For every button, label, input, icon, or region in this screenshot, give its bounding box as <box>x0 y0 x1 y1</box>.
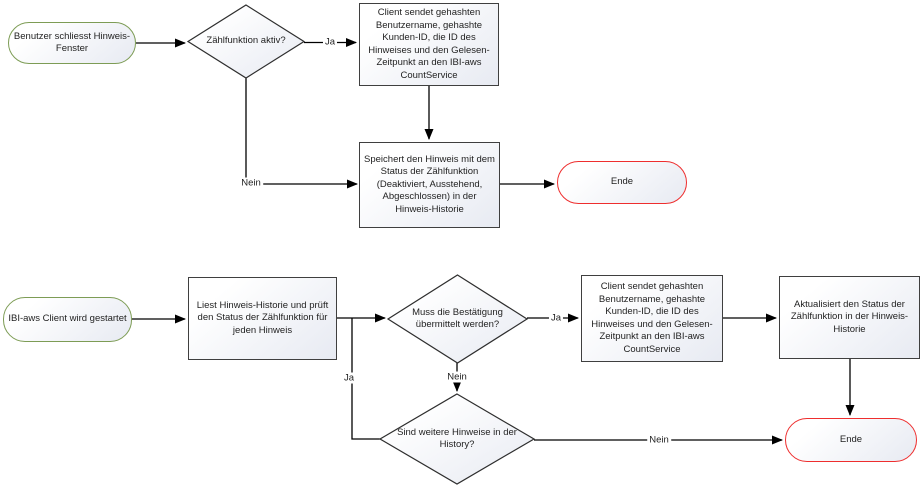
connector-decision1-nein-to-save <box>245 78 358 189</box>
process-client-sendet-countservice-2: Client sendet gehashten Benutzername, ge… <box>581 275 723 362</box>
start-node-ibi-aws-client-gestartet: IBI-aws Client wird gestartet <box>3 297 132 342</box>
decision-zaehlfunktion-aktiv-label: Zählfunktion aktiv? <box>206 35 286 47</box>
process-aktualisiert-status: Aktualisiert den Status der Zählfunktion… <box>779 276 920 359</box>
edge-label-nein-confirm: Nein <box>445 371 469 383</box>
edge-label-nein-flow1: Nein <box>239 177 263 189</box>
edge-label-ja-loop: Ja <box>341 372 357 384</box>
decision-bestaetigung-uebermittelt: Muss die Bestätigung übermittelt werden? <box>386 274 529 364</box>
decision-weitere-hinweise: Sind weitere Hinweise in der History? <box>378 393 536 485</box>
end-node-flow1: Ende <box>557 161 687 204</box>
process-liest-hinweis-historie: Liest Hinweis-Historie und prüft den Sta… <box>188 277 337 360</box>
end-node-flow2: Ende <box>785 418 917 462</box>
process-speichert-hinweis-status: Speichert den Hinweis mit dem Status der… <box>359 142 500 228</box>
edge-label-ja-confirm: Ja <box>548 312 564 324</box>
process-client-sendet-countservice-1: Client sendet gehashten Benutzername, ge… <box>359 3 499 86</box>
decision-weitere-hinweise-label: Sind weitere Hinweise in der History? <box>397 426 517 451</box>
connector-more-ja-loop <box>351 318 380 440</box>
edge-label-ja-flow1: Ja <box>322 36 338 48</box>
edge-label-nein-more: Nein <box>647 434 671 446</box>
decision-bestaetigung-uebermittelt-label: Muss die Bestätigung übermittelt werden? <box>412 306 503 331</box>
decision-zaehlfunktion-aktiv: Zählfunktion aktiv? <box>186 4 306 79</box>
start-node-benutzer-schliesst-hinweis-fenster: Benutzer schliesst Hinweis-Fenster <box>8 22 136 64</box>
